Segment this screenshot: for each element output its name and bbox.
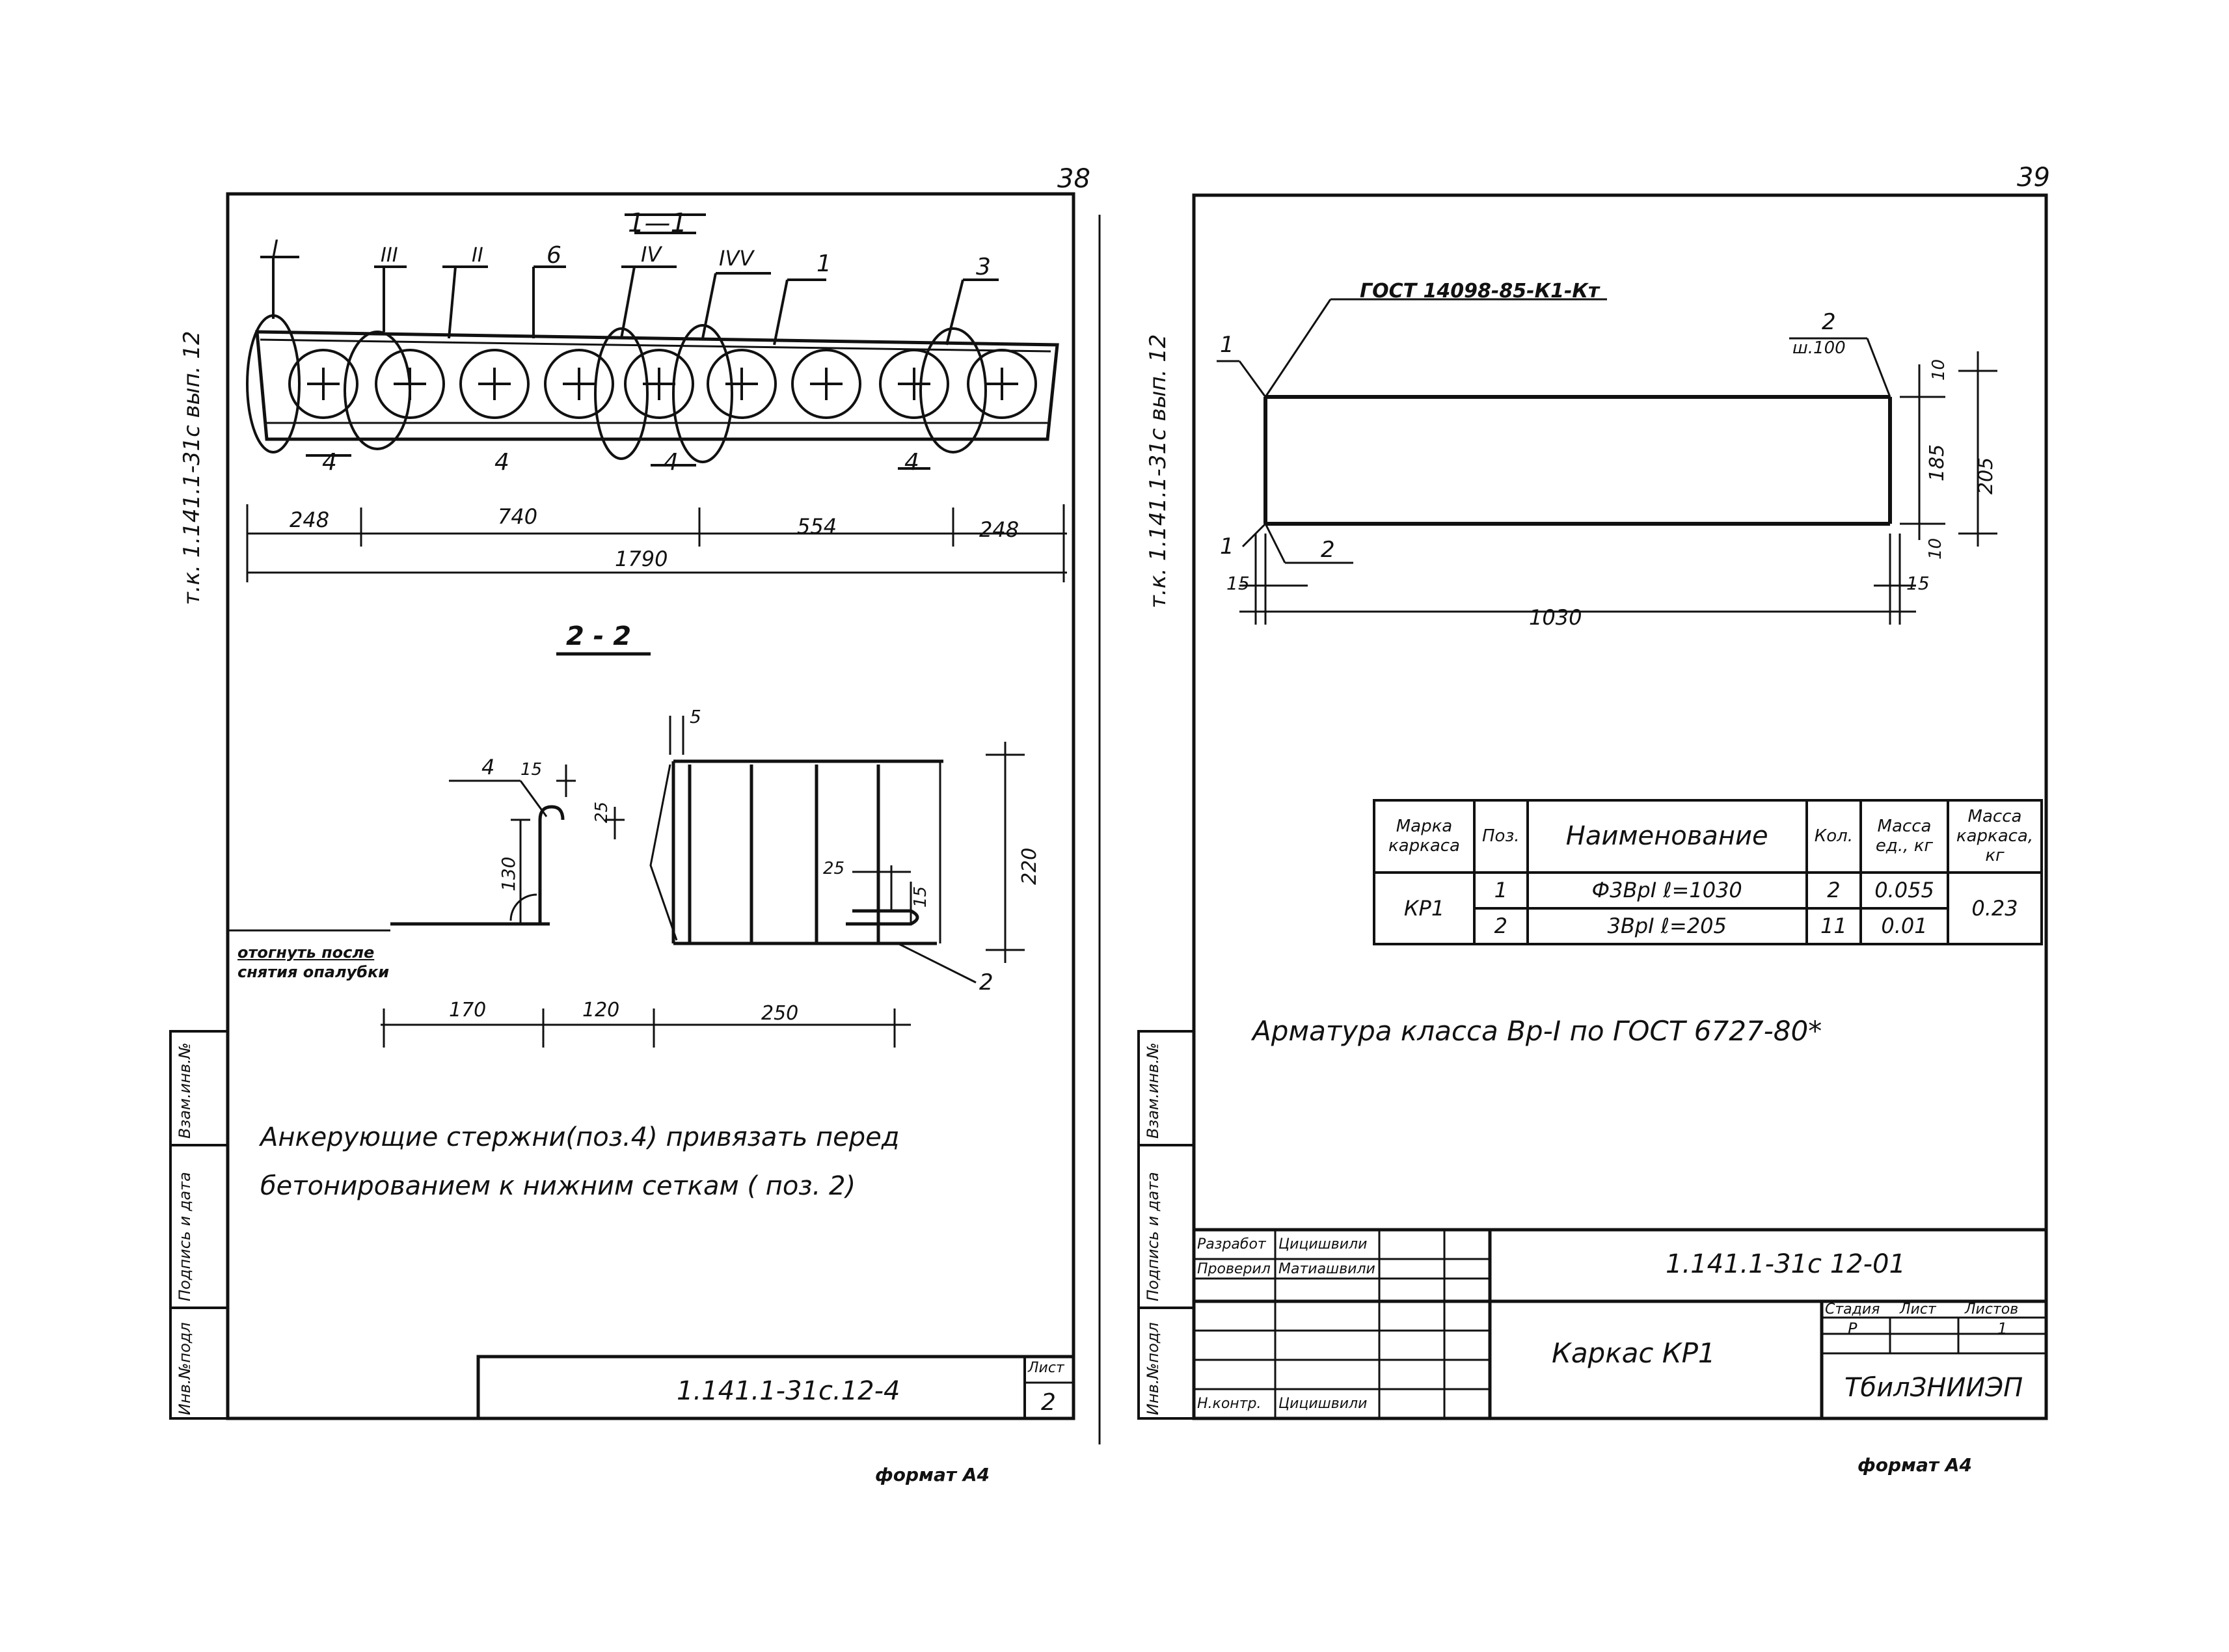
- stamp-org: ТбилЗНИИЭП: [1844, 1373, 2023, 1403]
- s2-dim-170: 170: [449, 999, 487, 1022]
- label-1-bottom: 1: [1220, 534, 1234, 560]
- stamp-code: 1.141.1-31с.12-4: [677, 1376, 900, 1406]
- dim-1030: 1030: [1529, 605, 1582, 630]
- s2-dim-25b: 25: [823, 859, 845, 878]
- th-qty: Кол.: [1805, 799, 1863, 874]
- stamp-stage: Р: [1848, 1320, 1858, 1338]
- s2-dim-250: 250: [761, 1002, 799, 1025]
- label-I: I: [272, 236, 279, 262]
- dim-554: 554: [797, 514, 837, 539]
- stamp-sheets-label: Листов: [1965, 1301, 2019, 1318]
- label-6: 6: [547, 242, 561, 269]
- rebar-note: Арматура класса Вр-I по ГОСТ 6727-80*: [1252, 1015, 1822, 1047]
- stamp-sheet-label: Лист: [1900, 1301, 1936, 1318]
- pitch-label: ш.100: [1792, 338, 1846, 358]
- margin-cell-r1: Инв.№подл: [1144, 1322, 1162, 1415]
- dim-185: 185: [1926, 444, 1949, 481]
- stamp-stage-label: Стадия: [1825, 1301, 1880, 1318]
- format-label-right: формат А4: [1858, 1454, 1972, 1476]
- s2-dim-15: 15: [520, 760, 543, 779]
- section-1-title: 1—1: [628, 208, 687, 238]
- label-4d: 4: [904, 449, 919, 476]
- label-4a: 4: [322, 449, 337, 476]
- sheet-label: Лист: [1028, 1360, 1064, 1376]
- bend-note-2: снятия опалубки: [237, 963, 390, 981]
- stamp-role-2: Проверил: [1197, 1261, 1271, 1277]
- th-pos: Поз.: [1473, 799, 1529, 874]
- dim-740: 740: [498, 504, 538, 529]
- stamp-name-1: Цицишвили: [1278, 1236, 1368, 1253]
- bend-note-1: отогнуть после: [237, 943, 375, 962]
- sheet-number: 2: [1041, 1389, 1056, 1416]
- s2-label-4: 4: [481, 755, 495, 779]
- cell: 1: [1473, 871, 1529, 910]
- spec-table: Марка каркаса Поз. Наименование Кол. Мас…: [1373, 799, 2043, 946]
- stamp-role-6: Н.контр.: [1197, 1396, 1262, 1412]
- cell: 0.01: [1859, 906, 1949, 946]
- label-4b: 4: [494, 449, 509, 476]
- dim-248-left: 248: [290, 508, 330, 532]
- s2-dim-120: 120: [582, 999, 620, 1022]
- label-III: III: [381, 244, 398, 267]
- dim-10-top: 10: [1929, 359, 1949, 381]
- s2-label-2: 2: [979, 969, 993, 995]
- label-3: 3: [976, 254, 991, 280]
- label-1: 1: [817, 251, 831, 277]
- dim-15-right: 15: [1906, 573, 1930, 594]
- label-II: II: [472, 244, 483, 267]
- table-row: КР1 1 Ф3ВрI ℓ=1030 2 0.055 0.23: [1373, 871, 2043, 945]
- th-mark: Марка каркаса: [1373, 799, 1476, 874]
- label-1-top: 1: [1220, 332, 1234, 358]
- label-IVV: IVV: [719, 246, 754, 271]
- s2-dim-5: 5: [690, 706, 701, 727]
- cell: 2: [1805, 871, 1863, 910]
- stamp-role-1: Разработ: [1197, 1236, 1266, 1253]
- label-IV: IV: [641, 242, 662, 267]
- cell: 0.055: [1859, 871, 1949, 910]
- note-line-1: Анкерующие стержни(поз.4) привязать пере…: [260, 1122, 900, 1152]
- stamp-code-right: 1.141.1-31с 12-01: [1666, 1249, 1906, 1279]
- margin-cell-r3: Взам.инв.№: [1144, 1042, 1162, 1139]
- margin-cell-r2: Подпись и дата: [1144, 1172, 1162, 1301]
- label-4c: 4: [664, 449, 679, 476]
- dim-205: 205: [1975, 457, 1997, 494]
- dim-1790: 1790: [615, 547, 668, 571]
- cell-frame-mass: 0.23: [1947, 871, 2043, 945]
- label-2-bottom: 2: [1321, 537, 1335, 563]
- cell-mark: КР1: [1373, 871, 1476, 945]
- page-number-right: 39: [2017, 163, 2050, 193]
- th-unit-mass: Масса ед., кг: [1859, 799, 1949, 874]
- format-label: формат А4: [875, 1464, 990, 1485]
- table-row: 2 3ВрI ℓ=205 11 0.01: [1374, 906, 2042, 946]
- stamp-title: Каркас КР1: [1552, 1337, 1716, 1369]
- stamp-name-6: Цицишвили: [1278, 1396, 1368, 1412]
- gost-label: ГОСТ 14098-85-К1-Кт: [1360, 280, 1600, 303]
- section-2-title: 2 - 2: [566, 621, 632, 651]
- note-line-2: бетонированием к нижним сеткам ( поз. 2): [260, 1171, 856, 1201]
- th-name: Наименование: [1526, 799, 1808, 874]
- stamp-sheets: 1: [1997, 1320, 2008, 1338]
- page-number: 38: [1057, 164, 1090, 194]
- dim-15-left: 15: [1226, 573, 1250, 594]
- stamp-name-2: Матиашвили: [1278, 1261, 1375, 1277]
- dim-248-right: 248: [979, 517, 1020, 542]
- pos-2-label: 2: [1822, 309, 1836, 335]
- th-frame-mass: Масса каркаса, кг: [1947, 799, 2043, 874]
- cell: 2: [1473, 906, 1529, 946]
- cell: Ф3ВрI ℓ=1030: [1526, 871, 1808, 910]
- dim-10-bottom: 10: [1926, 537, 1945, 560]
- cell: 11: [1805, 906, 1863, 946]
- cell: 3ВрI ℓ=205: [1526, 906, 1808, 946]
